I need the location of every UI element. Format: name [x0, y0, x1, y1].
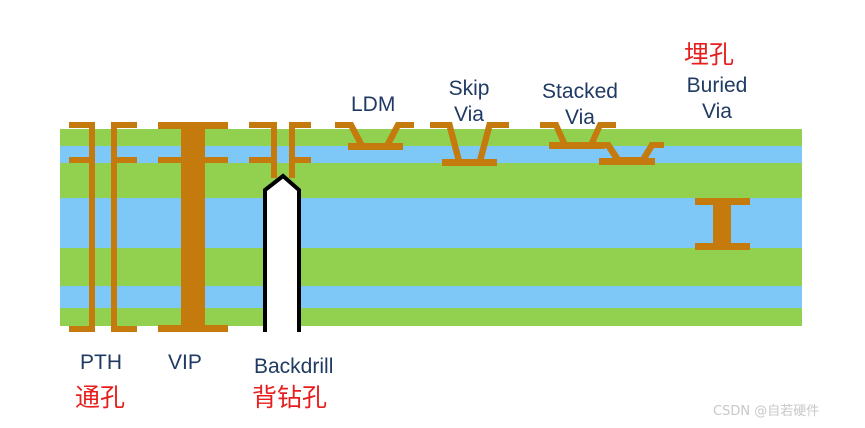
buried-via-label-line1: Buried	[686, 74, 748, 97]
vip-label: VIP	[168, 351, 202, 374]
watermark: CSDN @自若硬件	[713, 404, 820, 419]
backdrill-label: Backdrill	[254, 355, 334, 378]
buried-via-label-line2: Via	[702, 100, 732, 124]
backdrill-hole	[263, 173, 301, 332]
buried-via	[695, 198, 750, 250]
skip-via-label-line2: Via	[454, 103, 484, 127]
stacked-via	[540, 122, 664, 165]
green-layer-3	[60, 248, 802, 286]
stacked-via-label-line2: Via	[565, 106, 595, 130]
backdrill-cn-label: 背钻孔	[252, 383, 328, 412]
skip-via-label-line1: Skip	[448, 77, 490, 100]
green-layer-1	[60, 129, 802, 146]
skip-via	[430, 122, 509, 166]
green-layer-2	[60, 163, 802, 198]
pth-via	[69, 122, 137, 332]
pth-label: PTH	[80, 351, 122, 374]
vip-via	[158, 122, 228, 332]
ldm-via	[335, 122, 414, 150]
backdrill-via	[249, 122, 311, 332]
buried-via-label: Buried Via	[680, 73, 754, 126]
blue-layer-3	[60, 286, 802, 308]
ldm-label: LDM	[351, 93, 396, 116]
blue-layer-2	[60, 198, 802, 248]
stacked-via-label-line1: Stacked	[542, 80, 618, 103]
stacked-via-label: Stacked Via	[535, 79, 625, 132]
pth-cn-label: 通孔	[75, 383, 126, 412]
buried-via-cn-label: 埋孔	[684, 40, 735, 69]
green-layer-4	[60, 308, 802, 326]
skip-via-label: Skip Via	[443, 76, 495, 129]
